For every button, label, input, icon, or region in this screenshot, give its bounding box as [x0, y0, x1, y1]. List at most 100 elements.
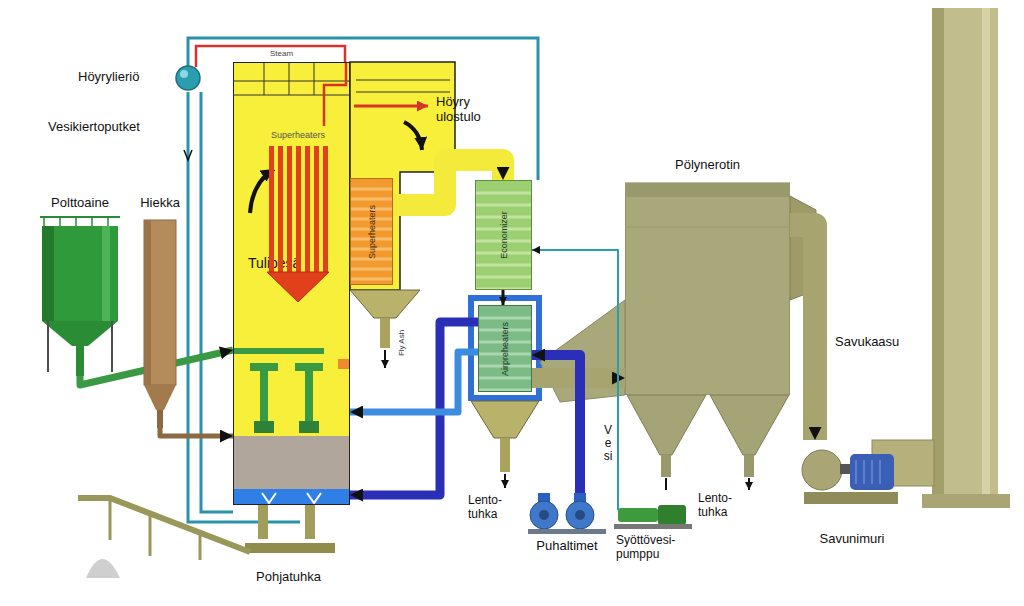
backpass-superheater-art [351, 189, 392, 279]
superheater-tubes-art [314, 146, 319, 274]
backpass [404, 122, 422, 150]
bottom-ash-conveyor [78, 498, 250, 552]
fuel-silo-art [76, 346, 84, 376]
fly-ash-hopper [350, 290, 420, 318]
chimney [922, 494, 1010, 508]
steam-drum: Höyrylieriö [76, 64, 206, 92]
blower-fans-art [566, 501, 594, 529]
steam-drum-art [176, 66, 200, 90]
economizer-art [476, 193, 531, 289]
feedwater-pump-art [658, 505, 686, 525]
node-label: Tulipesä [248, 255, 300, 271]
flow-connector [502, 290, 505, 305]
flow-connector [790, 225, 815, 440]
furnace-art [295, 363, 323, 371]
furnace-art [299, 421, 319, 433]
flow-connector [350, 322, 478, 495]
sand-silo-art [157, 410, 163, 428]
part-label: Vesikiertoputket [48, 120, 140, 135]
feedwater-pump-art [618, 508, 658, 522]
airpreheater-hopper [471, 401, 539, 488]
precipitator-hoppers [666, 478, 749, 490]
water-pipes [201, 92, 233, 512]
sand-silo-art [136, 196, 184, 428]
backpass-superheater: Superheaters [350, 178, 393, 285]
furnace-art [250, 363, 278, 371]
superheater-tubes-art [323, 146, 328, 274]
furnace-art [262, 493, 321, 503]
edge-label: Savukaasu [834, 335, 900, 350]
node-label: Superheaters [271, 130, 325, 140]
economizer: Economizer [475, 180, 532, 290]
bottom-ash-conveyor [86, 559, 120, 578]
bottom-ash-conveyor [110, 498, 200, 560]
furnace-art [234, 489, 349, 504]
precipitator-hoppers [710, 395, 789, 455]
air-preheater-art [479, 318, 531, 390]
sand-silo: Hiekka [136, 196, 184, 428]
superheater-tubes-art [267, 272, 329, 302]
furnace-art [234, 63, 349, 95]
dust-separator-art [625, 152, 790, 395]
blower-fans: Puhaltimet [522, 493, 612, 561]
fuel-silo-art [32, 196, 128, 376]
airpreheater-hopper [500, 438, 510, 472]
water-pipes [184, 150, 192, 160]
dust-separator: Pölynerotin [625, 152, 790, 395]
part-label: Pohjatuhka [256, 570, 321, 585]
furnace-art [305, 371, 313, 421]
air-preheater: Airpreheaters [478, 305, 532, 392]
fuel-silo-art [42, 321, 118, 346]
blower-fans-art [575, 510, 585, 520]
part-label: Höyry ulostulo [436, 95, 488, 125]
fuel-silo-art [44, 216, 108, 226]
chimney [982, 8, 990, 494]
flue-gas-fan: Savunimuri [800, 440, 904, 550]
superheater-tubes-art [296, 146, 301, 274]
airpreheater-hopper [471, 401, 539, 438]
flow-connector [532, 250, 618, 498]
steam-drum-art [180, 70, 188, 78]
backpass [356, 80, 450, 92]
node-label: Höyrylieriö [78, 70, 139, 85]
node-label: Hiekka [140, 196, 180, 211]
precipitator-hoppers [627, 395, 789, 490]
precipitator-hoppers [627, 395, 706, 455]
sand-silo-art [144, 220, 176, 385]
backpass [354, 105, 428, 108]
part-label: Lento- tuhka [698, 492, 746, 520]
water-pipes [184, 38, 538, 522]
superheater-tubes-art [263, 126, 333, 306]
furnace-art [338, 359, 349, 369]
bottom-ash-conveyor [78, 498, 335, 578]
precipitator-hoppers [744, 455, 754, 477]
node-label: Airpreheaters [500, 321, 510, 375]
chimney [932, 8, 998, 494]
fly-ash-hopper [384, 350, 386, 368]
fuel-silo-art [42, 226, 54, 321]
blower-fans-art [539, 510, 549, 520]
part-label: Fly Ash [397, 330, 406, 356]
furnace-art [254, 421, 274, 433]
bottom-ash-conveyor [258, 505, 268, 539]
node-label: Pölynerotin [675, 158, 740, 173]
superheater-tubes: Superheaters [263, 126, 333, 306]
furnace-art [324, 63, 346, 126]
fuel-silo-art [42, 226, 118, 321]
node-label: Puhaltimet [536, 539, 597, 554]
node-label: Superheaters [366, 204, 376, 258]
part-label: Steam [270, 49, 293, 58]
edge-label: Vesi [602, 424, 614, 464]
blower-fans-art [528, 529, 606, 534]
flue-gas-fan-art [850, 454, 894, 490]
chimney [922, 8, 1010, 508]
flow-connector [350, 352, 478, 412]
dust-separator-art [625, 183, 790, 197]
flow-connector [532, 355, 580, 493]
feedwater-pump: Syöttövesi- pumppu [614, 498, 696, 580]
bottom-ash-conveyor [305, 505, 315, 539]
flue-gas-fan-art [802, 450, 842, 490]
sand-silo-art [144, 385, 176, 410]
flue-gas-fan-art [856, 460, 880, 484]
